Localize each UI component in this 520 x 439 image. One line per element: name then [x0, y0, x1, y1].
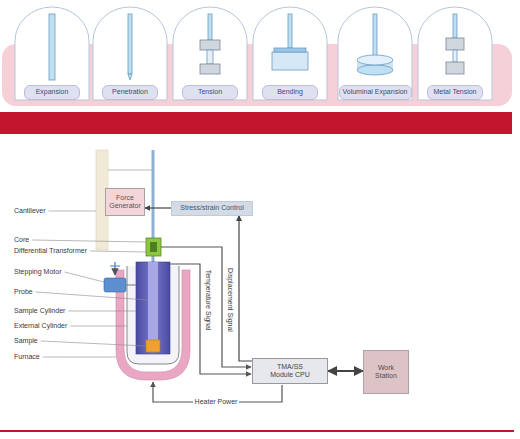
node-label: Voluminal Expansion: [343, 88, 408, 96]
leader-line: [68, 310, 136, 311]
signal-wire: [161, 247, 251, 367]
probe-rod: [49, 14, 55, 80]
motor-shaft: [126, 285, 136, 286]
mode-card: [338, 7, 412, 100]
connector-arrow: [145, 207, 171, 208]
mode-label: Bending: [262, 85, 318, 100]
node-label: Bending: [277, 88, 303, 96]
part-label: Furnace: [14, 353, 40, 361]
leader-line: [64, 272, 104, 282]
signal-label: Displacement Signal: [226, 268, 234, 332]
part-label: Sample: [14, 337, 38, 345]
part-label: Stepping Motor: [14, 268, 61, 276]
leader-line: [70, 325, 127, 326]
node-label: Expansion: [36, 88, 69, 96]
probe-rod: [453, 14, 457, 38]
probe-rod: [288, 14, 292, 48]
probe-rod: [373, 14, 377, 56]
sample-strip: [453, 50, 457, 62]
node-label: Force Generator: [109, 194, 141, 210]
mode-card: [15, 7, 89, 100]
mode-card: [418, 7, 492, 100]
workstation-box: Work Station: [363, 350, 409, 394]
connector-arrow: [239, 216, 252, 362]
probe-tip: [128, 74, 132, 80]
leader-line: [43, 356, 116, 357]
part-label: External Cylinder: [14, 322, 67, 330]
probe: [148, 262, 158, 340]
part-label: Probe: [14, 288, 33, 296]
bending-support: [272, 52, 308, 70]
bending-beam: [274, 48, 306, 52]
sample: [146, 340, 160, 352]
leader-line: [32, 240, 146, 242]
differential-transformer: [146, 238, 161, 256]
footer-rule: [0, 430, 514, 432]
node-label: Tension: [198, 88, 222, 96]
probe-rod: [128, 14, 132, 74]
part-label: Cantilever: [14, 207, 46, 215]
motion-arrow: [114, 262, 116, 275]
mode-card: [173, 7, 247, 100]
sample-strip: [207, 50, 213, 64]
part-label: Sample Cylinder: [14, 307, 65, 315]
mode-label: Expansion: [24, 85, 80, 100]
motion-arrow: [110, 265, 120, 266]
leader-line: [41, 341, 146, 346]
mode-label: Penetration: [102, 85, 158, 100]
node-label: Work Station: [375, 364, 397, 380]
signal-label: Temperature Signal: [204, 270, 212, 331]
node-label: Metal Tension: [433, 88, 476, 96]
cantilever-arm: [108, 170, 153, 171]
part-label: Core: [14, 236, 29, 244]
clamp: [200, 64, 220, 74]
node-label: Penetration: [112, 88, 148, 96]
probe-rod: [208, 14, 212, 40]
volume-sample: [357, 55, 393, 65]
mode-label: Metal Tension: [427, 85, 483, 100]
mode-label: Tension: [182, 85, 238, 100]
control-box: Stress/strain Control: [171, 201, 253, 216]
core: [150, 242, 157, 252]
mode-card: [253, 7, 327, 100]
part-label: Differential Transformer: [14, 247, 87, 255]
header-bar: [0, 112, 512, 134]
signal-label: Heater Power: [193, 398, 240, 406]
leader-line: [36, 292, 148, 300]
mode-label: Voluminal Expansion: [339, 85, 412, 100]
force-generator-box: Force Generator: [105, 188, 145, 216]
cpu-box: TMA/SS Module CPU: [252, 358, 328, 384]
mode-card: [93, 7, 167, 100]
stepping-motor: [104, 278, 126, 292]
node-label: Stress/strain Control: [180, 204, 243, 212]
clamp: [200, 40, 220, 50]
sample-cylinder: [136, 262, 170, 354]
clamp: [446, 62, 464, 74]
leader-line: [90, 251, 146, 252]
node-label: TMA/SS Module CPU: [269, 363, 311, 379]
clamp: [446, 38, 464, 50]
connector-arrow: [328, 370, 363, 372]
leader-line: [49, 210, 96, 211]
volume-sample: [357, 65, 393, 75]
